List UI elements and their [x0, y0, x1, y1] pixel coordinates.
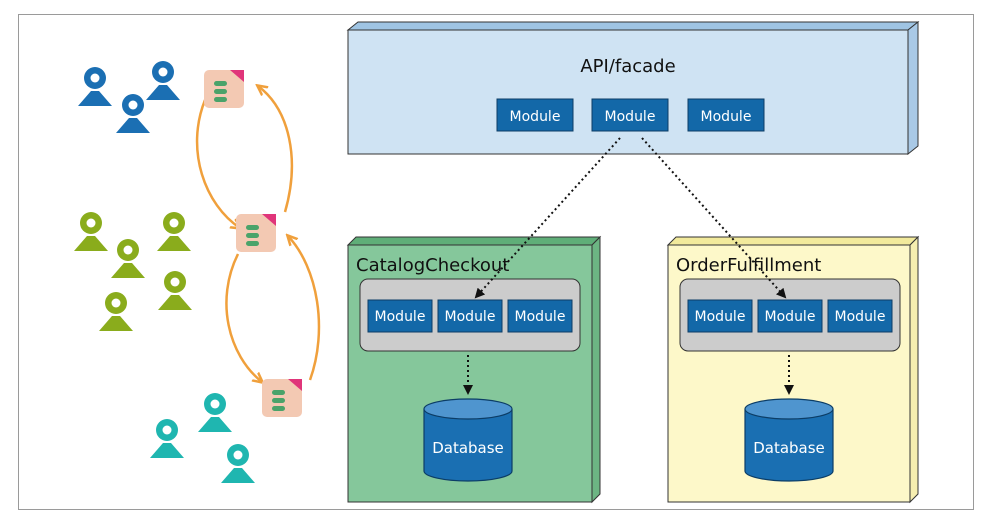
person-pin-icon: [111, 239, 145, 278]
catalog-checkout-title: CatalogCheckout: [356, 255, 509, 276]
fulfillment-database: Database: [744, 398, 834, 482]
order-fulfillment-title: OrderFulfillment: [676, 255, 821, 276]
catalog-module-2: Module: [437, 299, 503, 333]
api-facade-box: API/facade Module Module Module: [346, 20, 920, 156]
module-label: Module: [701, 109, 752, 125]
order-fulfillment-box: OrderFulfillment Module Module Module Da…: [666, 235, 920, 504]
module-label: Module: [835, 309, 886, 325]
teal-team: [150, 393, 255, 483]
orange-curved-arrows: [195, 86, 321, 382]
document-card-icon: [236, 214, 276, 252]
person-pin-icon: [78, 67, 112, 106]
person-pin-icon: [198, 393, 232, 432]
fulfillment-module-1: Module: [687, 299, 753, 333]
module-label: Module: [695, 309, 746, 325]
api-to-catalog-arrow: [474, 137, 621, 299]
person-pin-icon: [157, 212, 191, 251]
api-facade-title: API/facade: [580, 56, 675, 77]
document-card-icon: [204, 70, 244, 108]
module-label: Module: [445, 309, 496, 325]
module-label: Module: [765, 309, 816, 325]
database-label: Database: [753, 439, 825, 457]
person-pin-icon: [221, 444, 255, 483]
blue-team: [78, 61, 180, 133]
document-card-icon: [262, 379, 302, 417]
person-pin-icon: [116, 94, 150, 133]
catalog-module-1: Module: [367, 299, 433, 333]
fulfillment-module-3: Module: [827, 299, 893, 333]
api-module-2: Module: [591, 98, 669, 132]
catalog-database: Database: [423, 398, 513, 482]
api-to-fulfillment-arrow: [641, 137, 787, 299]
api-module-1: Module: [496, 98, 574, 132]
api-module-3: Module: [687, 98, 765, 132]
green-team: [74, 212, 192, 331]
database-label: Database: [432, 439, 504, 457]
person-pin-icon: [74, 212, 108, 251]
person-pin-icon: [99, 292, 133, 331]
module-label: Module: [510, 109, 561, 125]
catalog-module-3: Module: [507, 299, 573, 333]
person-pin-icon: [158, 271, 192, 310]
catalog-checkout-box: CatalogCheckout Module Module Module Dat…: [346, 235, 602, 504]
module-label: Module: [515, 309, 566, 325]
fulfillment-module-2: Module: [757, 299, 823, 333]
person-pin-icon: [146, 61, 180, 100]
person-pin-icon: [150, 419, 184, 458]
module-label: Module: [605, 109, 656, 125]
module-label: Module: [375, 309, 426, 325]
